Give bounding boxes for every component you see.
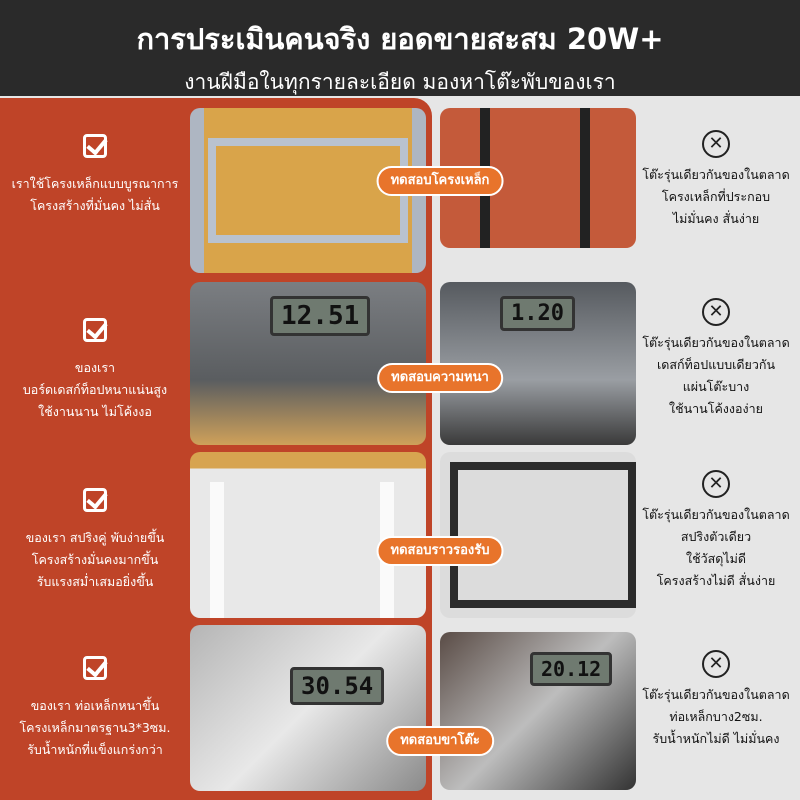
- x-circle-icon: ✕: [702, 650, 730, 678]
- caliper-reading: 30.54: [290, 667, 385, 705]
- text-line: โต๊ะรุ่นเดียวกันของในตลาด: [642, 687, 790, 702]
- text-line: ของเรา ท่อเหล็กหนาขึ้น: [30, 698, 160, 713]
- text-line: โครงสร้างมั่นคงมากขึ้น: [31, 552, 159, 567]
- competitor-feature-3: ✕ โต๊ะรุ่นเดียวกันของในตลาด สปริงตัวเดีย…: [632, 470, 800, 592]
- x-circle-icon: ✕: [702, 130, 730, 158]
- text-line: แผ่นโต๊ะบาง: [682, 379, 750, 394]
- text-line: เดสก์ท็อปแบบเดียวกัน: [656, 357, 776, 372]
- text-line: รับแรงสม่ำเสมอยิ่งขึ้น: [36, 574, 154, 589]
- text-line: โครงสร้างไม่ดี สั่นง่าย: [656, 573, 776, 588]
- check-box-icon: [83, 656, 107, 680]
- test-label-support: ทดสอบราวรองรับ: [376, 536, 504, 566]
- header: การประเมินคนจริง ยอดขายสะสม 20W+ งานฝีมื…: [0, 0, 800, 96]
- our-feature-1: เราใช้โครงเหล็กแบบบูรณาการ โครงสร้างที่ม…: [0, 134, 190, 217]
- test-label-legs: ทดสอบขาโต๊ะ: [386, 726, 494, 756]
- text-line: ท่อเหล็กบาง2ซม.: [669, 709, 763, 724]
- text-line: ใช้งานนาน ไม่โค้งงอ: [38, 404, 152, 419]
- competitor-feature-4: ✕ โต๊ะรุ่นเดียวกันของในตลาด ท่อเหล็กบาง2…: [632, 650, 800, 750]
- text-line: เราใช้โครงเหล็กแบบบูรณาการ: [11, 176, 179, 191]
- text-line: ใช้วัสดุไม่ดี: [686, 551, 746, 566]
- x-circle-icon: ✕: [702, 470, 730, 498]
- text-line: โต๊ะรุ่นเดียวกันของในตลาด: [642, 167, 790, 182]
- text-line: โครงเหล็กที่ประกอบ: [661, 189, 771, 204]
- text-line: โครงสร้างที่มั่นคง ไม่สั่น: [30, 198, 160, 213]
- text-line: บอร์ดเดสก์ท็อปหนาแน่นสูง: [22, 382, 168, 397]
- page-subtitle: งานฝีมือในทุกรายละเอียด มองหาโต๊ะพับของเ…: [184, 70, 616, 94]
- competitor-support-photo: [440, 452, 636, 618]
- check-box-icon: [83, 488, 107, 512]
- our-leg-photo: 30.54: [190, 625, 426, 791]
- text-line: ของเรา: [74, 360, 116, 375]
- competitor-leg-photo: 20.12: [440, 632, 636, 790]
- test-label-steel-frame: ทดสอบโครงเหล็ก: [376, 166, 504, 196]
- page-title: การประเมินคนจริง ยอดขายสะสม 20W+: [136, 22, 664, 56]
- competitor-feature-2: ✕ โต๊ะรุ่นเดียวกันของในตลาด เดสก์ท็อปแบบ…: [632, 298, 800, 420]
- text-line: ไม่มั่นคง สั่นง่าย: [672, 211, 760, 226]
- text-line: ของเรา สปริงคู่ พับง่ายขึ้น: [25, 530, 165, 545]
- text-line: โต๊ะรุ่นเดียวกันของในตลาด: [642, 335, 790, 350]
- text-line: รับน้ำหนักไม่ดี ไม่มั่นคง: [652, 731, 780, 746]
- our-feature-3: ของเรา สปริงคู่ พับง่ายขึ้น โครงสร้างมั่…: [0, 488, 190, 593]
- caliper-reading: 1.20: [500, 296, 575, 331]
- text-line: รับน้ำหนักที่แข็งแกร่งกว่า: [27, 742, 163, 757]
- competitor-feature-1: ✕ โต๊ะรุ่นเดียวกันของในตลาด โครงเหล็กที่…: [632, 130, 800, 230]
- caliper-reading: 20.12: [530, 652, 613, 686]
- text-line: สปริงตัวเดียว: [680, 529, 752, 544]
- our-feature-2: ของเรา บอร์ดเดสก์ท็อปหนาแน่นสูง ใช้งานนา…: [0, 318, 190, 423]
- our-support-photo: [190, 452, 426, 618]
- check-box-icon: [83, 134, 107, 158]
- our-feature-4: ของเรา ท่อเหล็กหนาขึ้น โครงเหล็กมาตรฐาน3…: [0, 656, 190, 761]
- check-box-icon: [83, 318, 107, 342]
- x-circle-icon: ✕: [702, 298, 730, 326]
- caliper-reading: 12.51: [270, 296, 371, 336]
- text-line: โครงเหล็กมาตรฐาน3*3ซม.: [19, 720, 171, 735]
- test-label-thickness: ทดสอบความหนา: [377, 363, 503, 393]
- text-line: โต๊ะรุ่นเดียวกันของในตลาด: [642, 507, 790, 522]
- text-line: ใช้นานโค้งงอง่าย: [669, 401, 763, 416]
